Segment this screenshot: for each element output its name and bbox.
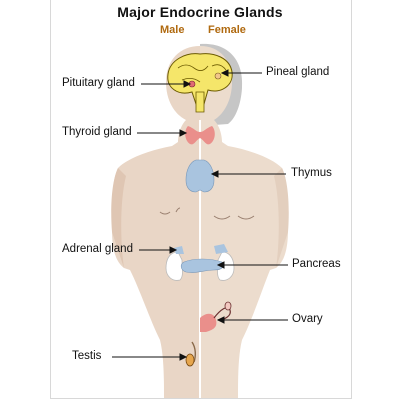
male-nipple-right [175,207,181,213]
penis [191,341,197,363]
ovary [224,301,232,311]
pointer-lines [112,69,288,361]
label-pancreas: Pancreas [292,258,341,270]
label-thyroid-gland: Thyroid gland [62,126,132,138]
uterus [200,313,217,332]
male-arm [111,168,126,268]
female-body [200,118,288,398]
thyroid-gland [185,126,215,145]
label-testis: Testis [72,350,102,362]
label-pituitary-gland: Pituitary gland [62,77,135,89]
brain-folds [177,64,227,83]
female-breast-right [237,215,255,220]
female-arm [274,168,289,268]
pineal-gland [214,72,222,80]
label-ovary: Ovary [292,313,323,325]
male-body [112,118,200,398]
diagram-title: Major Endocrine Glands [117,4,283,20]
female-breast-left [213,215,231,220]
brainstem [195,91,205,113]
male-nipple-left [159,211,171,215]
male-heading: Male [160,24,185,36]
label-adrenal-gland: Adrenal gland [62,243,133,255]
adrenal-right [214,244,228,254]
label-pineal-gland: Pineal gland [266,66,330,78]
testis [185,353,195,367]
thymus [185,159,215,193]
label-thymus: Thymus [291,167,332,179]
pancreas [180,258,224,273]
adrenal-left [174,246,184,254]
female-heading: Female [208,24,246,36]
